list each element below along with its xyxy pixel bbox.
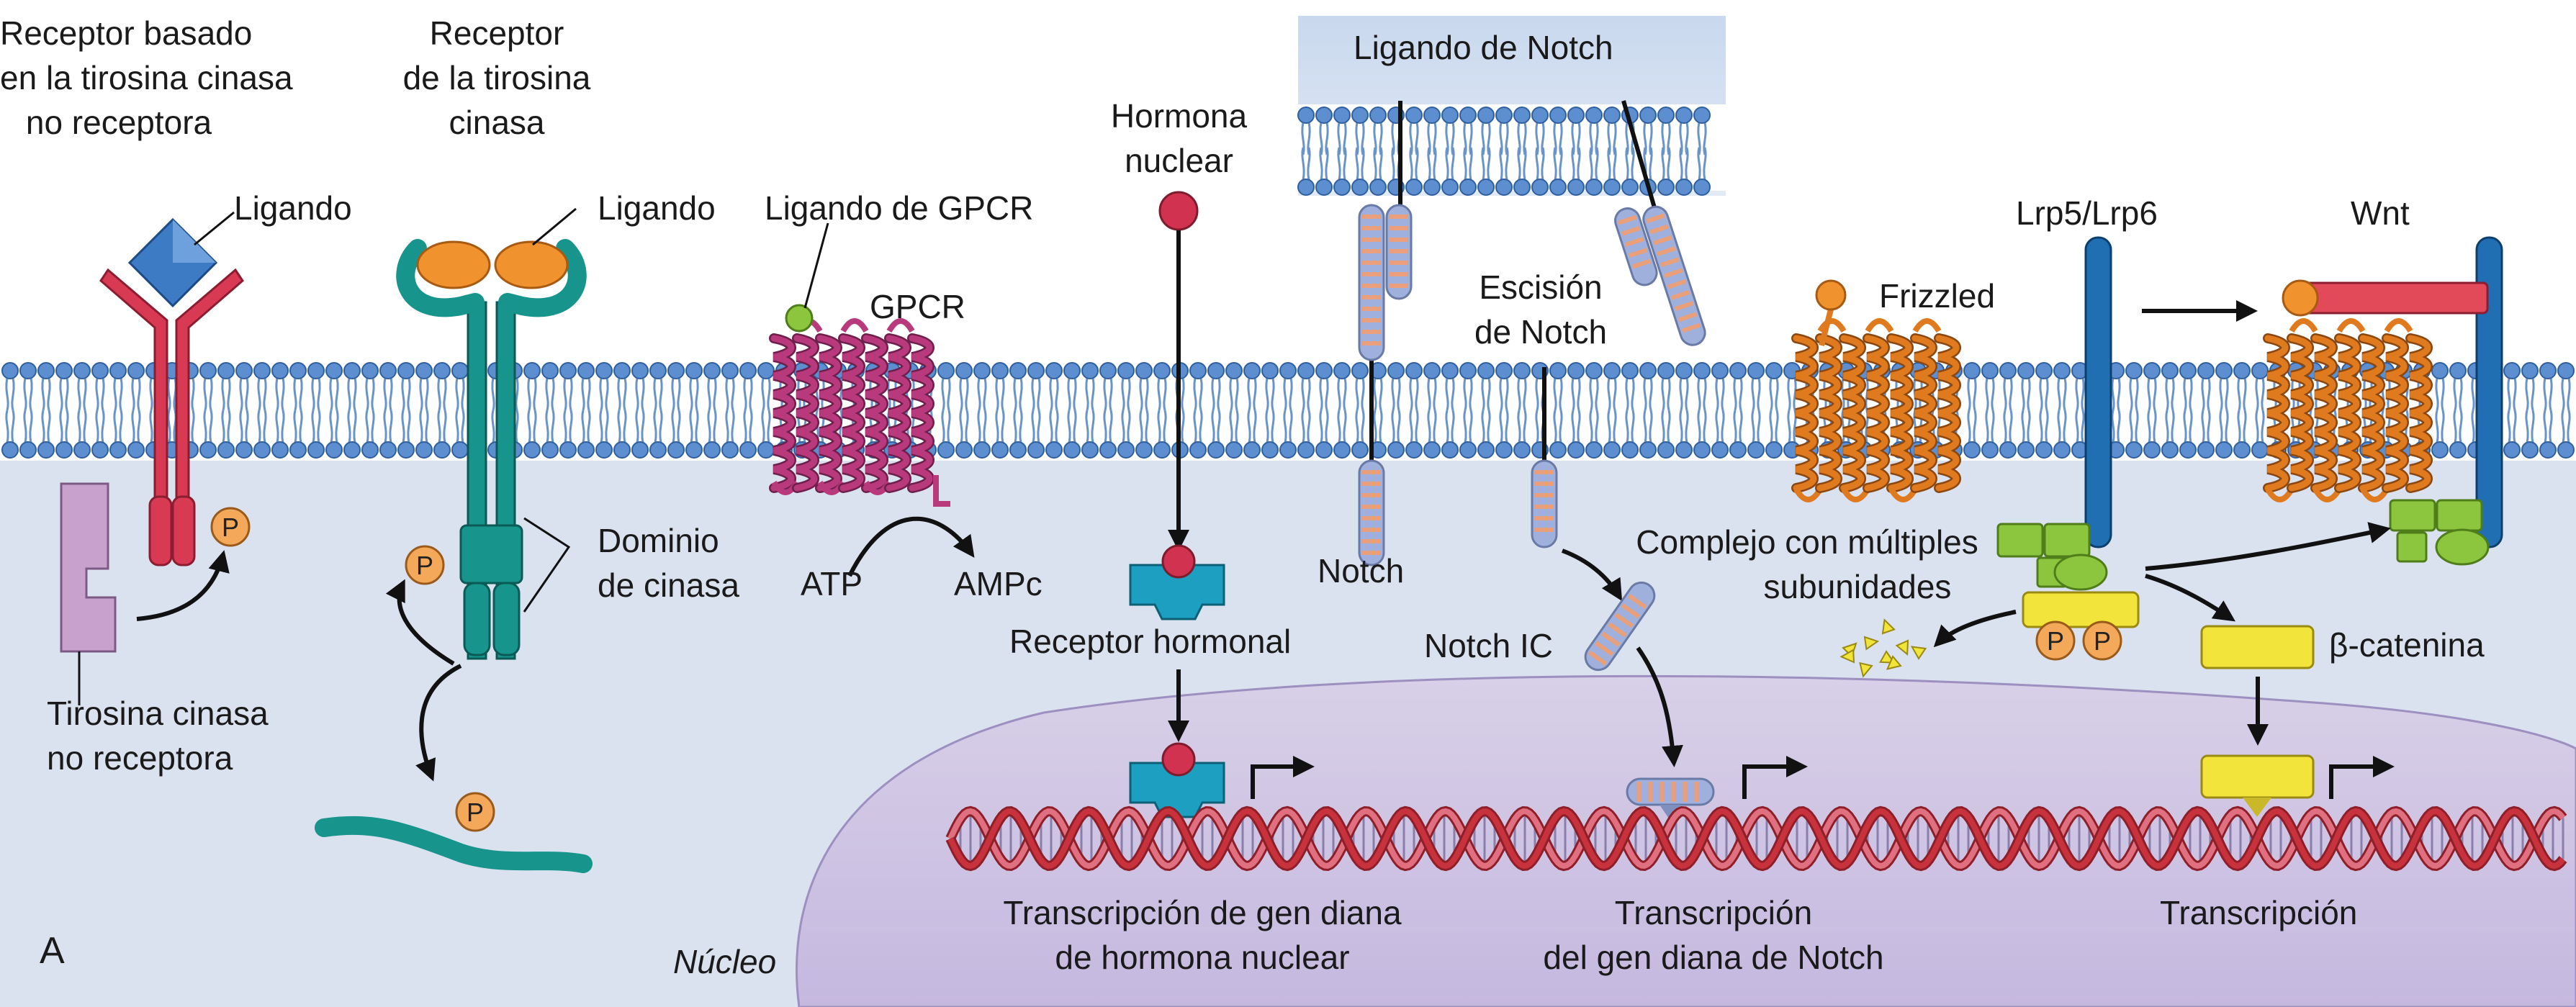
non-receptor-tyrosine-kinase <box>60 482 117 653</box>
notch-ligand-label: Ligando de Notch <box>1354 29 1613 66</box>
dna-helix <box>945 805 2567 872</box>
rtk-title: Receptor de la tirosina cinasa <box>402 14 591 141</box>
tx-notch-label: Transcripción del gen diana de Notch <box>1543 894 1884 976</box>
camp-label: AMPc <box>954 565 1042 602</box>
gpcr-ligand-dot <box>785 304 814 333</box>
nuclear-hormone-dot <box>1158 191 1199 231</box>
frizzled-label: Frizzled <box>1879 277 1996 315</box>
ligand-diamond <box>127 217 218 308</box>
nrtk-receptor <box>99 211 244 566</box>
transcription-start-arrows <box>1251 756 2395 799</box>
frizzled-receptor <box>1791 308 1961 502</box>
complex-label: Complejo con múltiples subunidades <box>1636 523 1978 605</box>
atp-to-camp-arrow <box>847 516 975 577</box>
phosphate-label: P <box>467 798 484 827</box>
ligand-label-2: Ligando <box>598 189 716 227</box>
notch-pathway <box>1358 100 1715 821</box>
phosphate-label: P <box>2047 626 2064 656</box>
atp-label: ATP <box>801 565 863 602</box>
rtk-ligand-left <box>416 240 491 289</box>
degraded-beta-catenin-fragments <box>1839 618 1927 678</box>
notch-label: Notch <box>1318 552 1405 590</box>
nrtk-label: Tirosina cinasa no receptora <box>47 695 269 777</box>
tx-wnt-label: Transcripción <box>2160 894 2358 931</box>
hormone-receptor-label: Receptor hormonal <box>1009 623 1292 660</box>
notch-ic-label: Notch IC <box>1424 627 1553 664</box>
notch-cleavage-label: Escisión de Notch <box>1474 268 1608 351</box>
phosphate-label: P <box>222 512 239 542</box>
destruction-complex <box>1996 523 2140 628</box>
beta-catenin-label: β-catenina <box>2329 626 2485 664</box>
frizzled-receptor-bound <box>2263 318 2433 502</box>
frizzled-ligand-dot-1 <box>1815 279 1847 311</box>
beta-catenin-on-dna <box>2200 754 2315 799</box>
wnt-label: Wnt <box>2351 194 2410 232</box>
rtk-substrate <box>315 816 593 873</box>
hormone-receptor-cytoplasm <box>1129 564 1225 620</box>
notch-ligand-membrane <box>1297 104 1726 196</box>
gpcr-label: GPCR <box>870 288 965 325</box>
gpcr-ligand-label: Ligando de GPCR <box>765 189 1034 227</box>
gpcr-helices <box>769 318 950 507</box>
plasma-membrane <box>0 360 2576 461</box>
lrp-label: Lrp5/Lrp6 <box>2016 194 2158 232</box>
ligand-label-1: Ligando <box>234 189 352 227</box>
beta-catenin-free <box>2200 625 2315 669</box>
phosphate-label: P <box>416 551 433 580</box>
nuclear-hormone-label: Hormona nuclear <box>1110 97 1248 179</box>
nucleus-label: Núcleo <box>673 943 777 980</box>
autophosphorylation-arrow <box>136 550 230 621</box>
rtk-phospho-loop-arrow <box>415 664 462 782</box>
rtk-ligand-right <box>494 240 569 289</box>
tx-hormone-label: Transcripción de gen diana de hormona nu… <box>1003 894 1402 976</box>
rtk-receptor <box>396 207 587 660</box>
phosphate-label: P <box>2094 626 2111 656</box>
nrtk-receptor-title: Receptor basado en la tirosina cinasa no… <box>0 14 293 141</box>
wnt-ligand <box>2292 281 2489 315</box>
complex-at-lrp <box>2389 499 2490 566</box>
lrp-receptor-1 <box>2084 236 2112 548</box>
kinase-domain-label: Dominio de cinasa <box>598 522 739 604</box>
panel-letter: A <box>40 930 65 972</box>
